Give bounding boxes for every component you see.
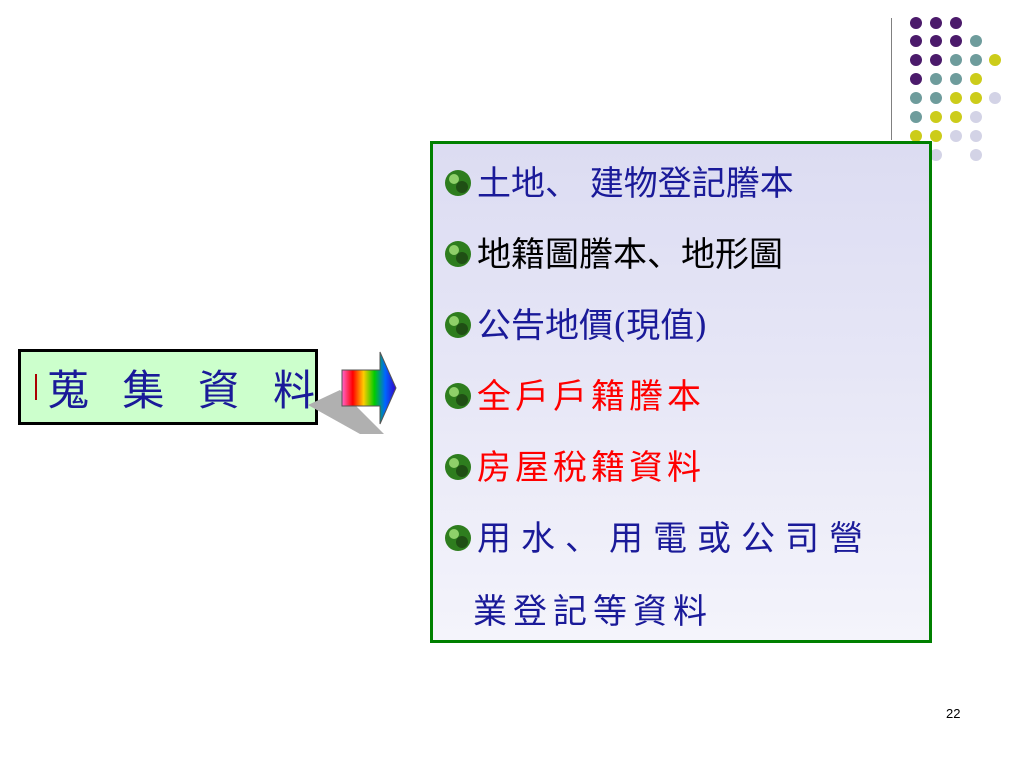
decorative-dot-grid: [910, 17, 1001, 161]
collect-data-label: 蒐 集 資 料: [47, 365, 326, 415]
list-item-text: 用水、用電或公司營: [477, 519, 873, 559]
document-list-box: 土地、 建物登記謄本 地籍圖謄本、地形圖 公告地價(現值) 全戶戶籍謄本 房屋稅…: [430, 141, 932, 643]
list-item-text: 全戶戶籍謄本: [477, 377, 705, 417]
green-gem-icon: [445, 170, 471, 196]
collect-data-label-box: 蒐 集 資 料: [18, 349, 318, 425]
dot-grid-dots: [910, 17, 1001, 161]
page-number: 22: [946, 706, 961, 721]
green-gem-icon: [445, 241, 471, 267]
green-gem-icon: [445, 525, 471, 551]
list-item: 房屋稅籍資料: [443, 446, 705, 490]
list-item: 全戶戶籍謄本: [443, 375, 705, 419]
green-gem-icon: [445, 454, 471, 480]
list-item-continuation: 業登記等資料: [473, 592, 713, 632]
list-item-text: 土地、 建物登記謄本: [477, 164, 794, 204]
list-item: 地籍圖謄本、地形圖: [443, 233, 783, 277]
green-gem-icon: [445, 383, 471, 409]
rainbow-arrow-icon: [308, 351, 397, 434]
list-item-text: 房屋稅籍資料: [477, 448, 705, 488]
red-gradient-square-icon: [35, 374, 37, 400]
decorative-vertical-line: [891, 18, 892, 140]
list-item-text: 公告地價(現值): [477, 306, 708, 346]
list-item: 土地、 建物登記謄本: [443, 162, 794, 206]
list-item: 用水、用電或公司營: [443, 517, 873, 561]
green-gem-icon: [445, 312, 471, 338]
list-item-text: 地籍圖謄本、地形圖: [477, 235, 783, 275]
list-item: 公告地價(現值): [443, 304, 708, 348]
